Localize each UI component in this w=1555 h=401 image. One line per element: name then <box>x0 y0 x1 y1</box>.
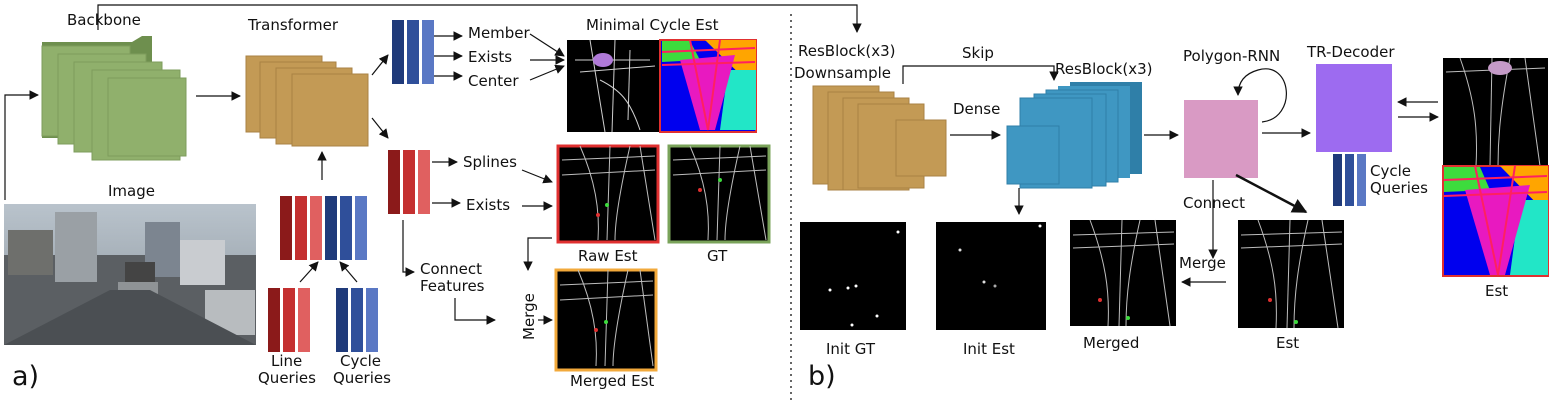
skip-label: Skip <box>962 44 994 62</box>
resblock-left-label: ResBlock(x3) <box>798 42 896 60</box>
merged-est-label: Merged Est <box>570 372 654 390</box>
est-label: Est <box>1276 334 1299 352</box>
cycle-queries-b <box>1333 154 1366 206</box>
backbone-block <box>41 36 187 161</box>
image-label: Image <box>108 182 155 200</box>
tr-decoder-label: TR-Decoder <box>1306 43 1395 61</box>
line-queries-bottom <box>268 288 310 352</box>
connect-arrow <box>1235 173 1308 214</box>
downsample-label: Downsample <box>794 64 891 82</box>
cycle-queries-label-1: Cycle <box>340 352 381 370</box>
tr-decoder-block <box>1316 64 1392 152</box>
cycle-head-queries <box>392 20 434 84</box>
minimal-cycle-est-images <box>567 39 757 133</box>
gt-image <box>667 144 771 244</box>
gt-label: GT <box>707 247 728 265</box>
minimal-cycle-est-label: Minimal Cycle Est <box>586 16 719 34</box>
exists-bottom-label: Exists <box>466 196 510 214</box>
upsample-resblock <box>1006 82 1142 189</box>
member-label: Member <box>468 24 531 42</box>
cycle-queries-b-label-1: Cycle <box>1370 162 1411 180</box>
est-final-label: Est <box>1485 282 1508 300</box>
panel-a-label: a) <box>12 361 39 392</box>
cycle-queries-bottom <box>336 288 378 352</box>
backbone-label: Backbone <box>67 11 141 29</box>
exists-top-label: Exists <box>468 48 512 66</box>
resblock-right-label: ResBlock(x3) <box>1055 60 1153 78</box>
street-image <box>4 204 256 345</box>
splines-label: Splines <box>463 153 517 171</box>
line-head-queries <box>388 150 430 214</box>
init-est-image <box>936 222 1046 330</box>
center-label: Center <box>468 72 519 90</box>
downsample-resblock <box>812 85 947 191</box>
merged-label: Merged <box>1083 334 1139 352</box>
connect-label: Connect <box>1183 194 1245 212</box>
polygon-rnn-block <box>1184 100 1258 178</box>
transformer-block <box>245 55 369 147</box>
merged-b-image <box>1070 219 1176 327</box>
line-queries-label-1: Line <box>271 352 302 370</box>
merged-est-image <box>554 268 658 372</box>
connect-features-label-2: Features <box>420 277 485 295</box>
init-gt-label: Init GT <box>826 340 876 358</box>
line-queries-label-2: Queries <box>258 369 316 387</box>
raw-est-label: Raw Est <box>578 247 638 265</box>
transformer-label: Transformer <box>247 16 339 34</box>
connect-features-label-1: Connect <box>420 260 482 278</box>
polygon-rnn-label: Polygon-RNN <box>1183 47 1280 65</box>
panel-b: b) ResBlock(x3) Downsample Skip ResBlock… <box>794 42 1549 392</box>
panel-b-arrows <box>902 65 1439 287</box>
merge-label-a: Merge <box>520 293 538 340</box>
init-gt-image <box>800 222 906 330</box>
raw-est-image <box>556 144 660 244</box>
est-final-images <box>1442 57 1549 277</box>
init-est-label: Init Est <box>963 340 1015 358</box>
cycle-queries-label-2: Queries <box>333 369 391 387</box>
panel-b-label: b) <box>808 361 836 392</box>
panel-a-arrows <box>4 4 862 325</box>
panel-a: a) Backbone Transformer Image <box>4 4 862 392</box>
merge-label-b: Merge <box>1179 254 1226 272</box>
combined-queries <box>280 196 367 260</box>
est-b-image <box>1238 219 1344 329</box>
cycle-queries-b-label-2: Queries <box>1370 179 1428 197</box>
dense-label: Dense <box>953 100 1000 118</box>
